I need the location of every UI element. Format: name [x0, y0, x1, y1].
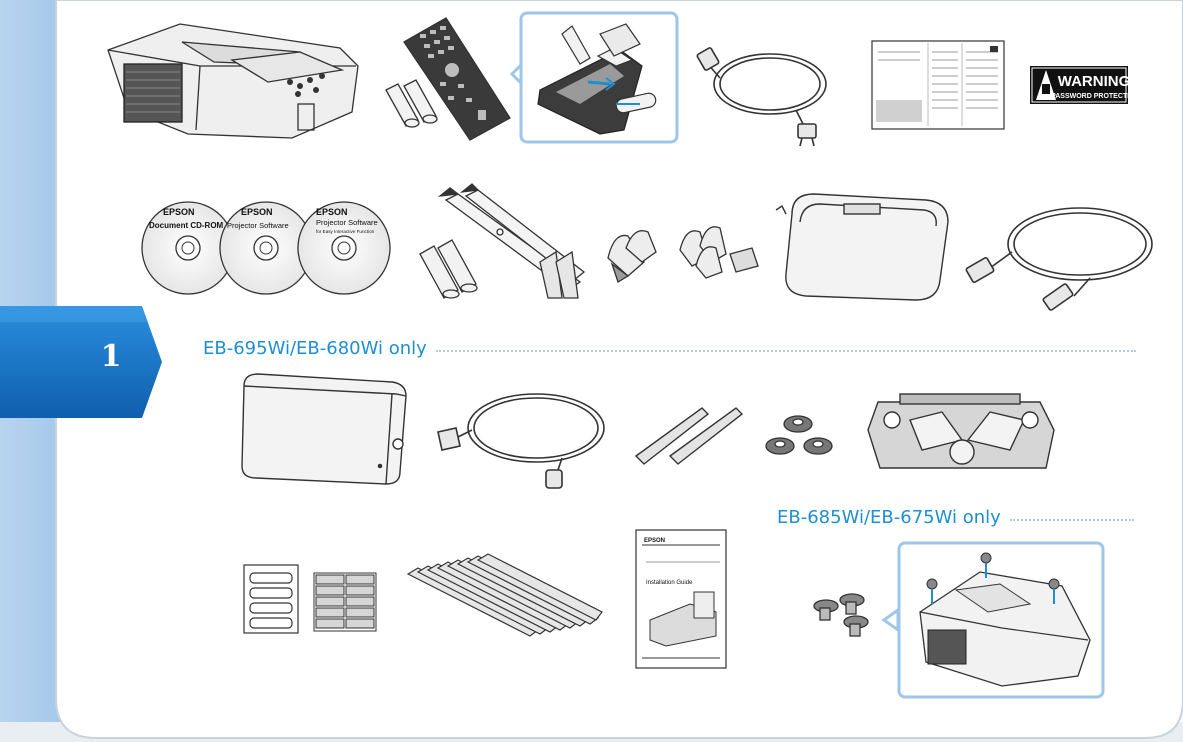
cd-document-icon: EPSON Document CD-ROM: [141, 201, 235, 295]
step-tab: [0, 306, 162, 418]
cd-interactive-subtitle: for Easy Interactive Function: [316, 229, 375, 234]
washers-icon: [765, 415, 833, 455]
cd-interactive-title: Projector Software: [316, 218, 378, 227]
cd-software-title: Projector Software: [227, 221, 289, 230]
touch-unit-icon: [241, 373, 407, 485]
cd-document-title: Document CD-ROM: [149, 221, 224, 230]
installation-guide-title: Installation Guide: [646, 580, 693, 586]
pen-batteries-icon: [419, 239, 478, 299]
installation-guide-brand: EPSON: [644, 538, 665, 544]
cd-interactive-brand: EPSON: [316, 207, 348, 217]
aa-batteries-icon: [385, 79, 438, 128]
cd-projector-software-icon: EPSON Projector Software: [219, 201, 313, 295]
alignment-rulers-icon: [634, 407, 744, 465]
mounting-plate-icon: [867, 393, 1055, 469]
cd-interactive-software-icon: EPSON Projector Software for Easy Intera…: [297, 201, 391, 295]
projector-screws-callout: [881, 541, 1105, 699]
remote-control-icon: [403, 17, 511, 141]
cd-software-brand: EPSON: [241, 207, 273, 217]
battery-insertion-callout: [509, 11, 679, 144]
section-title-eb685: EB-685Wi/EB-675Wi only: [777, 507, 1001, 528]
user-manual-icon: [871, 40, 1005, 130]
label-sheet-icon: [243, 564, 299, 634]
section-title-eb695: EB-695Wi/EB-680Wi only: [203, 338, 427, 359]
pen-case-icon: [775, 193, 949, 301]
tag-sheet-icon: [313, 572, 377, 632]
touch-unit-cable-icon: [437, 393, 605, 489]
section-divider-eb695: [436, 350, 1136, 352]
section-divider-eb685: [1010, 519, 1134, 521]
cable-ties-icon: [406, 553, 603, 637]
cd-document-brand: EPSON: [163, 207, 195, 217]
installation-guide-icon: EPSON Installation Guide: [635, 529, 727, 669]
power-cable-icon: [696, 47, 827, 147]
screws-icon: [813, 593, 869, 637]
warning-title: WARNING: [1058, 73, 1131, 90]
warning-label: WARNING PASSWORD PROTECTED: [1030, 66, 1137, 104]
projector-icon: [107, 23, 359, 139]
usb-cable-icon: [965, 207, 1153, 311]
warning-subtitle: PASSWORD PROTECTED: [1051, 93, 1137, 100]
step-number: 1: [100, 339, 122, 374]
interactive-pens-icon: [437, 183, 586, 299]
pen-tips-icon: [607, 226, 759, 283]
